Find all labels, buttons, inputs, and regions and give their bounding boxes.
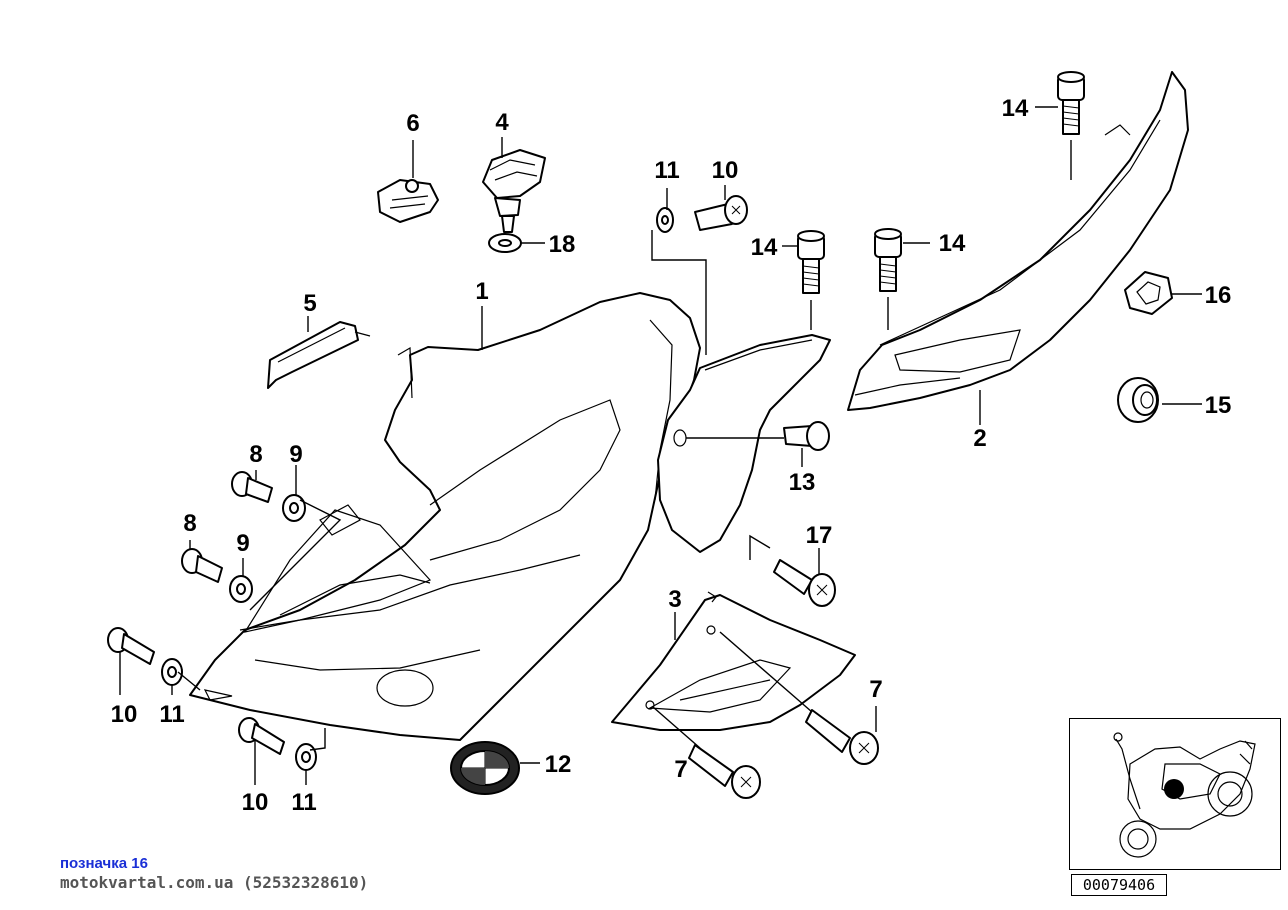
- part-4-clip[interactable]: [482, 149, 546, 233]
- callout-10-left: 10: [111, 701, 138, 728]
- callout-7-right: 7: [869, 676, 882, 703]
- callout-labels: 1 2 3 4 5 6 7 7 8 8 9 9 10 10 10 11 11 1…: [111, 95, 1232, 816]
- location-inset: [1069, 718, 1281, 870]
- callout-15: 15: [1205, 392, 1232, 419]
- callout-2: 2: [973, 425, 986, 452]
- callout-7-left: 7: [674, 756, 687, 783]
- part-10-screw-top[interactable]: [694, 195, 748, 231]
- callout-18: 18: [549, 231, 576, 258]
- footer-reference: позначка 16: [60, 855, 148, 872]
- callout-4: 4: [495, 109, 509, 136]
- motorcycle-thumbnail: [1113, 732, 1256, 858]
- part-8-screw-lower[interactable]: [181, 548, 223, 583]
- part-9-washer-lower[interactable]: [229, 575, 253, 603]
- part-10-screw-bottom[interactable]: [238, 717, 285, 755]
- callout-11-left: 11: [159, 701, 184, 728]
- callout-9-lower: 9: [236, 530, 249, 557]
- leader-lines: [119, 106, 1202, 785]
- part-7-screw-left[interactable]: [688, 744, 761, 799]
- part-11-washer-top[interactable]: [656, 207, 674, 233]
- callout-5: 5: [303, 290, 316, 317]
- part-14-bolt-center-right[interactable]: [874, 228, 902, 292]
- part-16-grommet[interactable]: [1124, 271, 1173, 315]
- callout-1: 1: [475, 278, 488, 305]
- callout-10-bottom: 10: [242, 789, 269, 816]
- part-10-screw-left[interactable]: [107, 627, 155, 665]
- part-5-bracket[interactable]: [267, 321, 371, 389]
- part-15-grommet[interactable]: [1117, 377, 1159, 423]
- part-6-spring-nut[interactable]: [377, 179, 439, 223]
- callout-12: 12: [545, 751, 572, 778]
- callout-11-top: 11: [654, 157, 679, 184]
- part-11-washer-bottom[interactable]: [295, 743, 317, 771]
- callout-14-top: 14: [1002, 95, 1029, 122]
- callout-13: 13: [789, 469, 816, 496]
- part-1-rear-side-panel[interactable]: [189, 292, 701, 741]
- callout-14-center-right: 14: [939, 230, 966, 257]
- callout-17: 17: [806, 522, 833, 549]
- part-13-pin[interactable]: [783, 421, 830, 451]
- part-18-washer[interactable]: [488, 233, 522, 253]
- callout-3: 3: [668, 586, 681, 613]
- callout-6: 6: [406, 110, 419, 137]
- document-number: 00079406: [1071, 874, 1167, 896]
- part-1-front-section[interactable]: [657, 334, 831, 553]
- callout-11-bottom: 11: [291, 789, 316, 816]
- part-3-lower-panel[interactable]: [611, 591, 856, 731]
- part-8-screw-upper[interactable]: [231, 471, 273, 503]
- part-17-screw[interactable]: [773, 559, 836, 607]
- part-7-screw-right[interactable]: [805, 709, 879, 765]
- callout-8-lower: 8: [183, 510, 196, 537]
- part-2-tail-section[interactable]: [847, 71, 1189, 411]
- part-12-emblem[interactable]: [450, 741, 520, 795]
- callout-8-upper: 8: [249, 441, 262, 468]
- callout-16: 16: [1205, 282, 1232, 309]
- part-14-bolt-top[interactable]: [1057, 71, 1085, 135]
- callout-10-top: 10: [712, 157, 739, 184]
- part-9-washer-upper[interactable]: [282, 494, 306, 522]
- callout-14-center-left: 14: [751, 234, 778, 261]
- footer-site: motokvartal.com.ua (52532328610): [60, 873, 369, 892]
- callout-9-upper: 9: [289, 441, 302, 468]
- part-14-bolt-center-left[interactable]: [797, 230, 825, 294]
